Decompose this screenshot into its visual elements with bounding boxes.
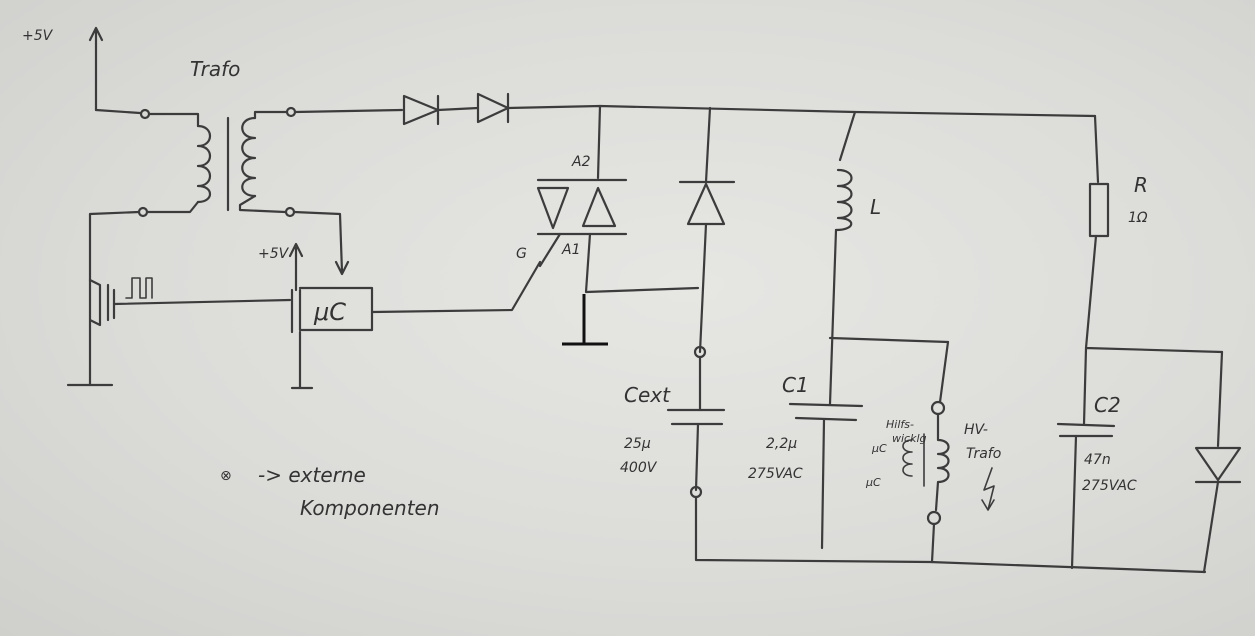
capacitor-c1	[788, 402, 864, 422]
supply-label: +5V	[22, 28, 54, 44]
diode-output	[1194, 446, 1242, 484]
microcontroller-block	[290, 286, 374, 334]
resistor-label: R	[1134, 173, 1148, 197]
diode-1	[402, 94, 440, 126]
supply-arrow	[88, 26, 104, 112]
transformer-label: Trafo	[190, 57, 240, 81]
mc-supply-arrow	[288, 242, 304, 292]
cext-value-2: 400V	[620, 460, 658, 476]
wire-pulse-to-mc	[112, 298, 292, 306]
switch-gate	[106, 283, 116, 322]
wire-resistor-c2	[1082, 234, 1224, 426]
legend-text-1: -> externe	[258, 463, 366, 487]
triac-gate-label: G	[516, 246, 527, 262]
terminal-primary-bottom	[137, 206, 149, 218]
cext-value-1: 25μ	[624, 436, 651, 452]
legend-symbol: ⊗	[220, 468, 232, 484]
triac	[536, 178, 628, 268]
transformer-secondary-winding	[241, 116, 257, 198]
wire-secondary-to-mc	[292, 210, 350, 276]
wire-supply-primary	[94, 108, 142, 115]
wire-primary-return	[88, 210, 141, 302]
wire-resistor-top	[1093, 114, 1100, 184]
legend-text-2: Komponenten	[300, 496, 440, 520]
wire-secondary-bottom	[238, 194, 287, 214]
diode-2	[476, 92, 510, 124]
mc-ground	[290, 330, 314, 390]
aux-mc-label-2: μC	[865, 476, 881, 489]
terminal-hv-bottom	[926, 510, 942, 526]
wire-triac-a2	[596, 104, 602, 180]
aux-winding	[902, 433, 925, 487]
terminal-hv-top	[930, 400, 946, 416]
wire-primary-top	[147, 112, 200, 128]
inductor	[834, 168, 853, 232]
hv-primary	[934, 412, 950, 512]
wire-secondary-top	[253, 110, 289, 120]
wire-inductor-top	[838, 110, 857, 162]
wire-hv-top	[938, 340, 950, 404]
wire-output-diode-bottom	[1202, 480, 1220, 574]
c2-value-1: 47n	[1084, 452, 1111, 468]
triac-a1-label: A1	[561, 242, 580, 258]
wire-output-diode-top	[1216, 350, 1224, 448]
hv-label-2: Trafo	[966, 446, 1001, 462]
cext-label: Cext	[624, 383, 671, 407]
c2-label: C2	[1094, 393, 1121, 417]
wire-c1-bottom	[820, 418, 826, 550]
inductor-label: L	[870, 195, 881, 219]
mc-label: μC	[313, 298, 346, 326]
wire-inductor-c1	[828, 228, 950, 406]
wire-triac-a1	[584, 232, 700, 294]
resistor	[1088, 182, 1110, 238]
wire-primary-bottom	[146, 200, 200, 214]
c1-value-1: 2,2μ	[766, 436, 797, 452]
wire-diode-top	[704, 106, 712, 184]
hv-label-1: HV-	[964, 422, 988, 438]
pulse-icon	[125, 277, 153, 299]
terminal-primary-top	[139, 108, 151, 120]
wire-hv-bottom	[930, 522, 936, 564]
wire-mc-to-gate	[370, 260, 542, 314]
c2-value-2: 275VAC	[1082, 478, 1137, 494]
wire-cext-bottom	[694, 422, 700, 492]
wire-bottom-rail	[694, 495, 1207, 574]
terminal-secondary-top	[285, 106, 297, 118]
resistor-value: 1Ω	[1128, 210, 1148, 226]
aux-label-2: wicklg	[892, 432, 927, 445]
wire-between-diodes	[436, 106, 480, 112]
lightning-icon	[981, 467, 995, 511]
capacitor-cext	[666, 408, 726, 426]
wire-to-diodes	[293, 108, 404, 114]
triac-a2-label: A2	[571, 154, 591, 170]
c1-value-2: 275VAC	[748, 466, 803, 482]
wire-diode-bottom	[698, 222, 708, 354]
c1-label: C1	[782, 373, 809, 397]
transformer-primary-winding	[196, 124, 212, 204]
wire-main-rail	[506, 104, 1097, 118]
ground-symbol	[562, 294, 608, 346]
switch-element	[88, 278, 102, 387]
wire-c2-bottom	[1070, 434, 1078, 570]
capacitor-c2	[1056, 422, 1116, 438]
diode-3	[678, 180, 736, 226]
terminal-secondary-bottom	[284, 206, 296, 218]
aux-label-1: Hilfs-	[886, 418, 914, 431]
mc-supply-label: +5V	[258, 246, 290, 262]
aux-mc-label-1: μC	[871, 442, 887, 455]
